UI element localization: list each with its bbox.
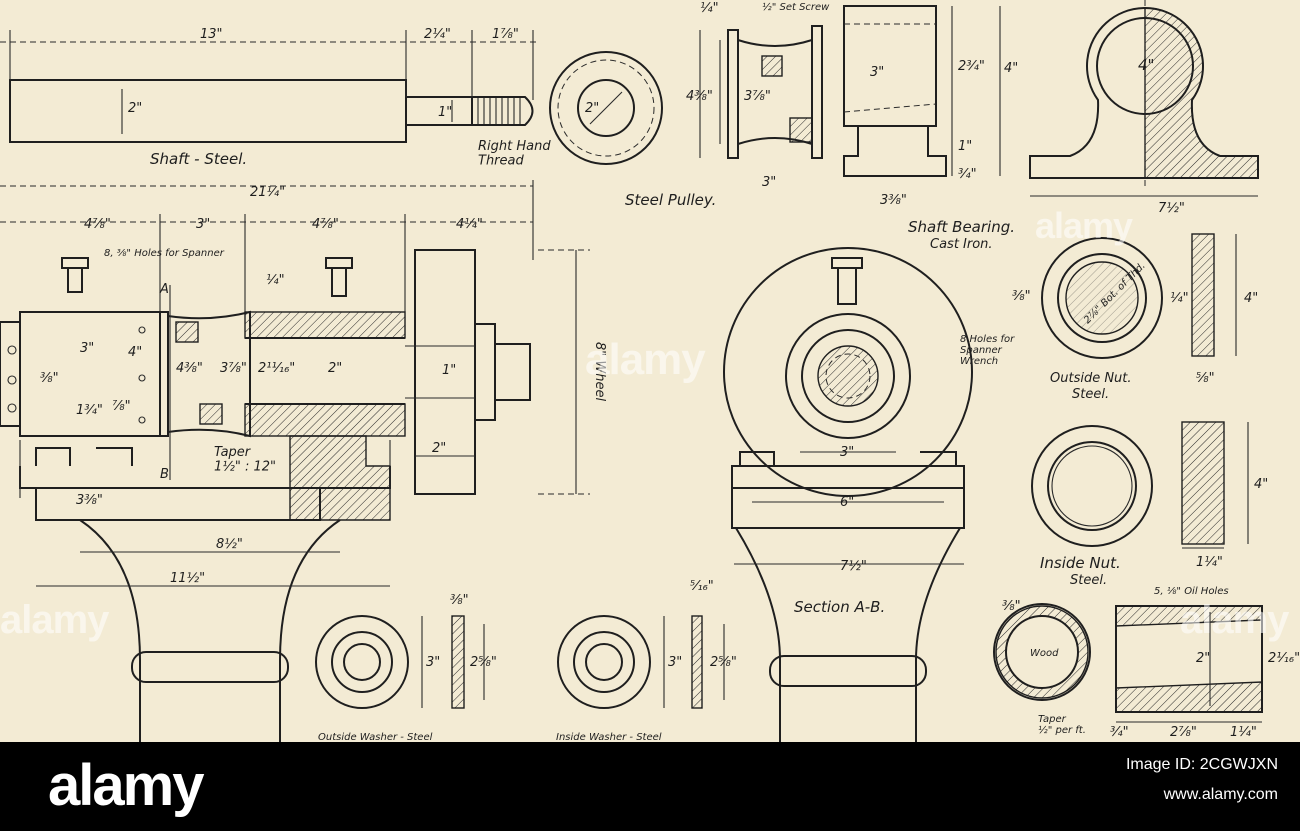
pulley-dim-inner: 3⅞" <box>744 89 771 104</box>
section-dim-3: 3" <box>840 445 854 460</box>
outside-nut-title: Outside Nut. <box>1050 371 1132 386</box>
bushing-dim-34: ¾" <box>1110 725 1129 740</box>
bearing-dim-width: 3" <box>870 65 884 80</box>
bearing-dim-1: 1" <box>958 139 972 154</box>
assembly-section-a: A <box>159 282 169 297</box>
section-dim-712: 7½" <box>840 559 867 574</box>
bearing-dim-h: 2¾" <box>958 59 985 74</box>
inside-washer-drawing <box>557 615 725 709</box>
inside-nut-dim-114: 1¼" <box>1196 555 1223 570</box>
inside-nut-drawing <box>1031 421 1249 549</box>
assembly-dim-38: ⅜" <box>40 371 59 386</box>
bearing-dim-base: 3⅜" <box>880 193 907 208</box>
section-ab-title: Section A-B. <box>794 598 885 616</box>
bushing-dim-278: 2⅞" <box>1170 725 1197 740</box>
bushing-drawing <box>993 603 1263 723</box>
outside-nut-dim-14: ¼" <box>1170 291 1189 306</box>
shaft-title: Shaft - Steel. <box>150 150 247 168</box>
outside-washer-dim-38: ⅜" <box>450 593 469 608</box>
bushing-oil-note: 5, ⅛" Oil Holes <box>1154 586 1229 597</box>
assembly-dim-1112: 11½" <box>170 571 205 586</box>
pulley-dim-od: 4⅜" <box>686 89 713 104</box>
footer-bar: alamy Image ID: 2CGWJXN www.alamy.com <box>0 742 1300 831</box>
bushing-dim-2116: 2¹⁄₁₆" <box>1268 651 1300 666</box>
bearing-material: Cast Iron. <box>930 237 993 252</box>
pulley-drawing <box>549 25 823 165</box>
bearing-side-drawing <box>843 5 1001 177</box>
section-dim-6: 6" <box>840 495 854 510</box>
outside-nut-drawing <box>1041 233 1237 359</box>
bearing-dim-total: 4" <box>1004 61 1018 76</box>
assembly-dim-2-11: 2¹¹⁄₁₆" <box>258 361 295 376</box>
assembly-dim-378: 3⅞" <box>220 361 247 376</box>
inside-washer-title: Inside Washer - Steel <box>556 732 662 742</box>
outside-nut-dim-58: ⅝" <box>1196 371 1215 386</box>
outside-washer-drawing <box>315 615 485 709</box>
assembly-section-b: B <box>160 467 169 482</box>
site-url-link[interactable]: www.alamy.com <box>1163 786 1278 803</box>
pulley-setscrew: ½" Set Screw <box>762 1 830 13</box>
inside-washer-dim-258: 2⅝" <box>710 655 737 670</box>
inside-washer-dim-516: ⁵⁄₁₆" <box>690 579 714 594</box>
assembly-dim-wheel-w: 2" <box>432 441 446 456</box>
inside-nut-title: Inside Nut. <box>1040 554 1121 572</box>
assembly-dim-338: 3⅜" <box>76 493 103 508</box>
bearing-front-drawing <box>1029 0 1259 197</box>
section-ab-drawing <box>723 247 973 742</box>
pulley-dim-quarter: ¼" <box>700 1 719 16</box>
assembly-holes-note: 8, ⅜" Holes for Spanner <box>104 248 225 259</box>
assembly-wheel: 8" Wheel <box>592 342 607 401</box>
alamy-logo[interactable]: alamy <box>48 753 204 818</box>
assembly-dim-78: ⅞" <box>112 399 131 414</box>
assembly-dim-4: 4" <box>128 345 142 360</box>
shaft-dim-thread: 1⅞" <box>492 27 519 42</box>
assembly-dim-quarter: ¼" <box>266 273 285 288</box>
assembly-dim-2: 2" <box>328 361 342 376</box>
assembly-span-3: 4⅞" <box>312 217 339 232</box>
outside-nut-material: Steel. <box>1072 387 1109 402</box>
inside-nut-material: Steel. <box>1070 573 1107 588</box>
assembly-dim-812: 8½" <box>216 537 243 552</box>
shaft-dim-step: 2¼" <box>424 27 451 42</box>
assembly-span-1: 4⅞" <box>84 217 111 232</box>
assembly-dim-1: 1" <box>442 363 456 378</box>
shaft-drawing <box>0 30 540 143</box>
assembly-dim-3: 3" <box>80 341 94 356</box>
pulley-title: Steel Pulley. <box>625 191 716 209</box>
assembly-overall: 21¼" <box>250 185 285 200</box>
bearing-front-width: 7½" <box>1158 201 1185 216</box>
assembly-span-2: 3" <box>196 217 210 232</box>
bushing-dim-2: 2" <box>1196 651 1210 666</box>
bushing-wood: Wood <box>1030 648 1059 659</box>
image-id-label: Image ID: 2CGWJXN <box>1125 756 1278 773</box>
shaft-dim-length: 13" <box>200 27 223 42</box>
assembly-drawing <box>0 180 590 742</box>
outside-nut-dim-38: ⅜" <box>1012 289 1031 304</box>
bushing-dim-114: 1¼" <box>1230 725 1257 740</box>
shaft-dim-dia: 2" <box>128 101 142 116</box>
bearing-front-dim: 4" <box>1138 56 1154 74</box>
outside-nut-dim-4: 4" <box>1244 291 1258 306</box>
assembly-dim-438: 4⅜" <box>176 361 203 376</box>
assembly-dim-134: 1¾" <box>76 403 103 418</box>
shaft-dim-end: 1" <box>438 105 452 120</box>
bearing-title: Shaft Bearing. <box>908 218 1015 236</box>
outside-washer-dim-258: 2⅝" <box>470 655 497 670</box>
inside-washer-dim-3: 3" <box>668 655 682 670</box>
pulley-dim-bore: 2" <box>585 101 599 116</box>
outside-washer-dim-3: 3" <box>426 655 440 670</box>
bushing-dim-38: ⅜" <box>1002 599 1021 614</box>
outside-washer-title: Outside Washer - Steel <box>318 732 433 742</box>
inside-nut-dim-4: 4" <box>1254 477 1268 492</box>
bearing-dim-34: ¾" <box>958 167 977 182</box>
pulley-dim-width: 3" <box>762 175 776 190</box>
assembly-span-4: 4¼" <box>456 217 483 232</box>
